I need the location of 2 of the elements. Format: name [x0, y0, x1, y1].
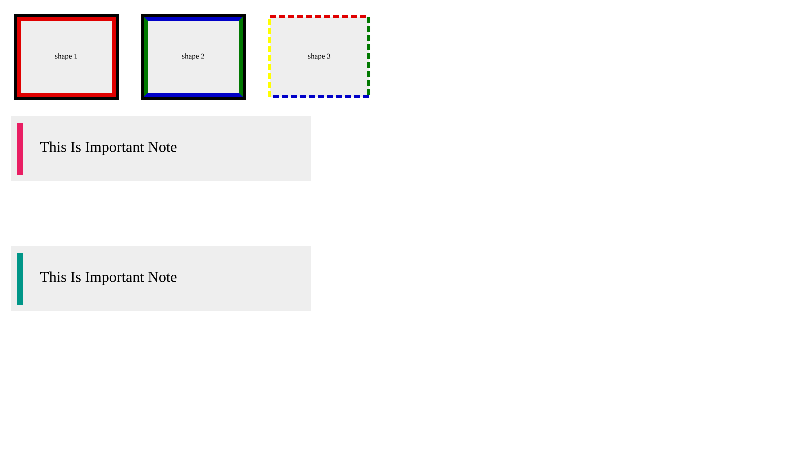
- note-box: This Is Important Note: [11, 246, 311, 311]
- note-box: This Is Important Note: [11, 116, 311, 181]
